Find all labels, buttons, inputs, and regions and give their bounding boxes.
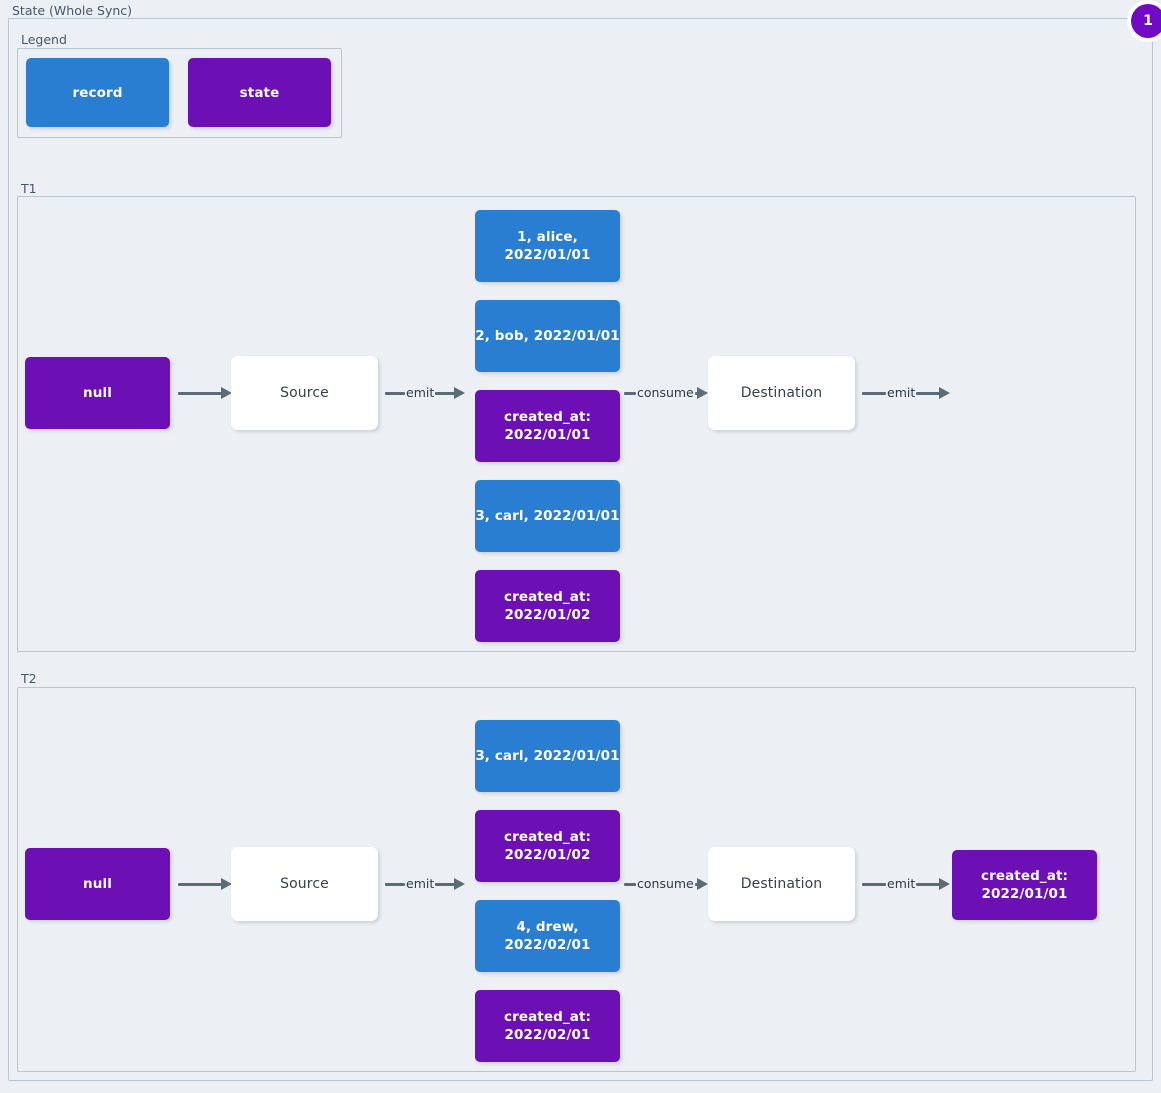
- t1-stream-item-1-label: 2, bob, 2022/01/01: [475, 328, 620, 344]
- t2-initial-state-label: null: [83, 876, 112, 892]
- legend-label: Legend: [19, 32, 69, 47]
- t1-stream-item-2-label: created_at: 2022/01/01: [503, 409, 591, 443]
- t1-stream-item-2: created_at: 2022/01/01: [475, 390, 620, 462]
- t2-stream-item-2-label: 4, drew, 2022/02/01: [504, 919, 591, 953]
- t2-initial-state: null: [25, 848, 170, 920]
- legend-swatch-record: record: [26, 58, 169, 127]
- t1-initial-state: null: [25, 357, 170, 429]
- t2-stream-item-2: 4, drew, 2022/02/01: [475, 900, 620, 972]
- section-frame-t1: [17, 196, 1136, 652]
- outer-frame: [8, 18, 1153, 1081]
- t1-source-node: Source: [231, 356, 378, 430]
- t2-final-state-label: created_at: 2022/01/01: [980, 868, 1068, 902]
- section-label-t2: T2: [19, 671, 39, 686]
- legend-swatch-state: state: [188, 58, 331, 127]
- diagram-title: State (Whole Sync): [10, 3, 135, 18]
- section-label-t1: T1: [19, 181, 39, 196]
- t1-stream-item-4-label: created_at: 2022/01/02: [503, 589, 591, 623]
- t1-destination-node: Destination: [708, 356, 855, 430]
- t1-stream-item-0-label: 1, alice, 2022/01/01: [504, 229, 591, 263]
- t1-stream-item-3-label: 3, carl, 2022/01/01: [475, 508, 620, 524]
- t2-stream-item-0-label: 3, carl, 2022/01/01: [475, 748, 620, 764]
- t1-stream-item-0: 1, alice, 2022/01/01: [475, 210, 620, 282]
- t2-stream-item-0: 3, carl, 2022/01/01: [475, 720, 620, 792]
- step-badge[interactable]: 1: [1131, 4, 1161, 38]
- legend-label-record: record: [72, 84, 123, 101]
- t2-stream-item-1: created_at: 2022/01/02: [475, 810, 620, 882]
- t2-stream-item-3-label: created_at: 2022/02/01: [503, 1009, 591, 1043]
- t2-source-label: Source: [280, 876, 329, 892]
- t1-initial-state-label: null: [83, 385, 112, 401]
- t2-destination-node: Destination: [708, 847, 855, 921]
- legend-frame: [17, 48, 342, 138]
- t2-stream-item-3: created_at: 2022/02/01: [475, 990, 620, 1062]
- section-frame-t2: [17, 687, 1136, 1072]
- t1-destination-label: Destination: [740, 385, 823, 401]
- t1-source-label: Source: [280, 385, 329, 401]
- t1-stream-item-1: 2, bob, 2022/01/01: [475, 300, 620, 372]
- t2-final-state: created_at: 2022/01/01: [952, 850, 1097, 920]
- t2-stream-item-1-label: created_at: 2022/01/02: [503, 829, 591, 863]
- t2-destination-label: Destination: [740, 876, 823, 892]
- t2-source-node: Source: [231, 847, 378, 921]
- legend-label-state: state: [239, 84, 280, 101]
- t1-stream-item-3: 3, carl, 2022/01/01: [475, 480, 620, 552]
- t1-stream-item-4: created_at: 2022/01/02: [475, 570, 620, 642]
